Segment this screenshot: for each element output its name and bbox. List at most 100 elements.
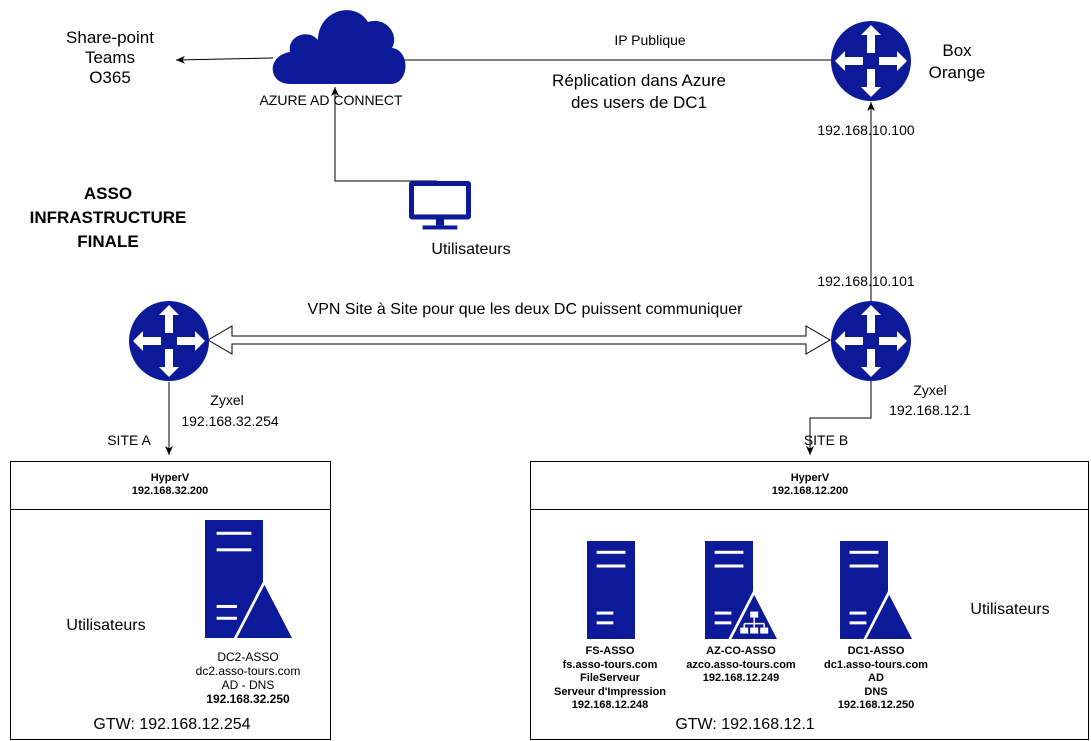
network-links xyxy=(743,617,765,628)
router-arrow xyxy=(861,69,881,97)
site-a-label: SITE A xyxy=(107,432,151,448)
dc2-line-4: 192.168.32.250 xyxy=(206,692,290,706)
server-slot xyxy=(849,621,867,625)
site-a-gateway: GTW: 192.168.12.254 xyxy=(93,716,251,733)
box-orange-ip: 192.168.10.100 xyxy=(817,122,915,138)
router-icon xyxy=(831,301,911,381)
dc1-line-3: AD xyxy=(868,672,884,684)
router-icon xyxy=(831,21,911,101)
router-arrow xyxy=(879,331,907,351)
site-a-hyperv-box xyxy=(10,461,331,740)
site-a-hyperv-ip: 192.168.32.200 xyxy=(131,485,209,497)
server-warning-icon xyxy=(205,520,296,640)
cloud-label: AZURE AD CONNECT xyxy=(259,92,403,108)
azco-server-label: AZ-CO-ASSO azco.asso-tours.com 192.168.1… xyxy=(686,645,795,686)
server-slot xyxy=(596,550,626,554)
router-arrow xyxy=(835,331,863,351)
dc2-line-1: DC2-ASSO xyxy=(217,650,279,664)
title-line-1: ASSO xyxy=(83,184,133,203)
cloud-icon xyxy=(272,10,406,85)
replication-label: Réplication dans Azure des users de DC1 xyxy=(552,70,726,114)
dc1-line-4: DNS xyxy=(864,685,888,698)
page-title: ASSO INFRASTRUCTURE FINALE xyxy=(30,182,187,254)
box-orange-label: Box Orange xyxy=(929,40,986,84)
network-node xyxy=(750,611,759,618)
server-slot xyxy=(596,621,614,625)
azco-line-1: AZ-CO-ASSO xyxy=(706,645,776,657)
site-b-hyperv-name: HyperV xyxy=(790,472,830,484)
site-b-label: SITE B xyxy=(803,432,849,448)
server-warning-icon xyxy=(840,541,916,641)
server-slot xyxy=(714,611,732,615)
service-sharepoint: Share-point xyxy=(66,28,154,47)
router-b-wan-ip: 192.168.10.101 xyxy=(817,273,915,289)
server-slot xyxy=(849,611,867,615)
top-users-label: Utilisateurs xyxy=(431,241,511,258)
fs-line-4: Serveur d'Impression xyxy=(553,685,667,698)
azco-line-3: 192.168.12.249 xyxy=(702,672,780,684)
server-slot xyxy=(596,564,626,568)
router-arrow xyxy=(861,305,881,333)
vpn-double-arrow xyxy=(207,325,831,355)
server-slot xyxy=(849,564,879,568)
cloud-services-label: Share-point Teams O365 xyxy=(66,28,154,88)
server-slot xyxy=(714,550,744,554)
service-o365: O365 xyxy=(89,68,131,87)
dc1-line-1: DC1-ASSO xyxy=(847,645,905,657)
server-icon xyxy=(587,541,635,639)
fs-line-3: FileServeur xyxy=(580,672,640,684)
router-body xyxy=(831,301,911,381)
router-arrow xyxy=(861,25,881,53)
server-slot xyxy=(216,604,237,608)
router-arrow xyxy=(879,51,907,71)
public-ip-label: IP Publique xyxy=(614,32,686,48)
site-a-users-label: Utilisateurs xyxy=(66,617,146,634)
site-b-users-label: Utilisateurs xyxy=(970,601,1050,618)
link-router-b-to-site-b xyxy=(806,381,872,455)
fs-line-1: FS-ASSO xyxy=(585,645,635,657)
monitor-screen xyxy=(414,186,466,215)
site-b-hyperv-ip: 192.168.12.200 xyxy=(771,485,849,497)
router-body xyxy=(831,21,911,101)
box-orange-line-1: Box xyxy=(942,41,972,60)
server-slot xyxy=(216,548,252,552)
box-orange-line-2: Orange xyxy=(928,63,986,82)
dc1-server-label: DC1-ASSO dc1.asso-tours.com AD DNS 192.1… xyxy=(824,645,928,713)
overlay-triangle xyxy=(236,584,292,638)
fs-line-2: fs.asso-tours.com xyxy=(562,658,658,671)
monitor-icon xyxy=(409,181,471,230)
network-node xyxy=(740,627,749,634)
router-body xyxy=(129,301,209,381)
dc2-line-2: dc2.asso-tours.com xyxy=(195,664,301,678)
dc1-line-2: dc1.asso-tours.com xyxy=(824,658,928,671)
router-arrow xyxy=(133,331,161,351)
site-b-gateway: GTW: 192.168.12.1 xyxy=(675,716,815,733)
network-node xyxy=(750,627,759,634)
dc1-line-5: 192.168.12.250 xyxy=(837,699,915,711)
azco-line-2: azco.asso-tours.com xyxy=(686,658,796,671)
router-a-ip: 192.168.32.254 xyxy=(181,413,279,429)
router-arrow xyxy=(861,349,881,377)
title-line-3: FINALE xyxy=(77,232,139,251)
link-users-to-cloud xyxy=(331,87,437,182)
router-b-lan-ip: 192.168.12.1 xyxy=(889,402,971,418)
router-b-name: Zyxel xyxy=(913,382,947,398)
router-arrow xyxy=(159,305,179,333)
service-teams: Teams xyxy=(84,48,136,67)
replication-line-2: des users de DC1 xyxy=(570,93,708,112)
router-icon xyxy=(129,301,209,381)
server-slot xyxy=(216,531,252,535)
monitor-base xyxy=(422,225,458,230)
replication-line-1: Réplication dans Azure xyxy=(552,71,726,90)
monitor-neck xyxy=(436,219,444,226)
title-line-2: INFRASTRUCTURE xyxy=(29,208,187,227)
fs-server-label: FS-ASSO fs.asso-tours.com FileServeur Se… xyxy=(554,645,666,713)
overlay-triangle xyxy=(866,594,912,639)
server-slot xyxy=(596,611,614,615)
server-slot xyxy=(714,621,732,625)
router-arrow xyxy=(159,349,179,377)
fs-line-5: 192.168.12.248 xyxy=(571,699,649,711)
router-arrow xyxy=(835,51,863,71)
router-a-name: Zyxel xyxy=(210,392,244,408)
